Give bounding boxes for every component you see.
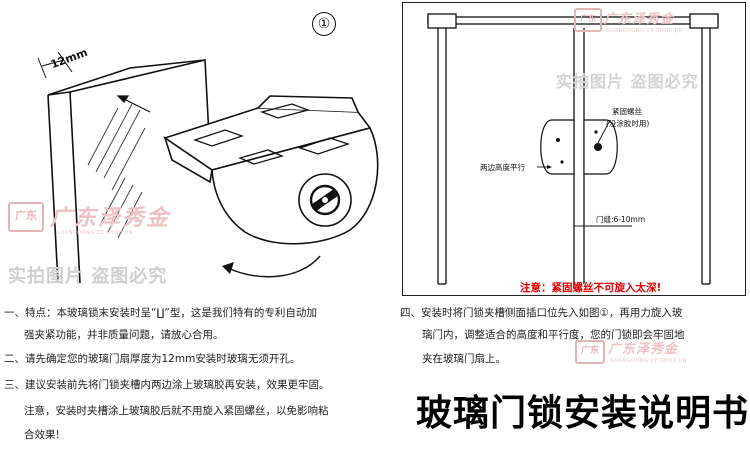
- screw-label-line1: 紧固螺丝: [612, 107, 642, 116]
- door-gap-label: 门缝:6-10mm: [596, 215, 646, 224]
- watermark-logo-2: 广东: [574, 8, 602, 32]
- lock-screw: [298, 173, 352, 227]
- instruction-item-1: 一、特点：本玻璃锁末安装时呈“∐”型，这是我们特有的专利自动加: [4, 307, 317, 319]
- watermark-brand-3: 广东泽秀金: [608, 342, 679, 357]
- thickness-dimension: [37, 51, 73, 79]
- watermark-brand-sub-2: GUANGDONG ZE SHOU JIN: [606, 28, 684, 34]
- glass-panel: [47, 59, 211, 284]
- watermark-brand-sub: GUANGDONG ZE SHOU JIN: [56, 230, 134, 236]
- door-diagram: [427, 13, 719, 285]
- rotation-arrow: [227, 255, 321, 278]
- watermark-slogan-2: 实拍图片 盗图必究: [556, 72, 699, 91]
- screw-warning: 注意：紧固螺丝不可旋入太深!: [520, 282, 662, 294]
- instruction-item-4: 四、安装时将门锁夹槽侧面插口位先入如图①，再用力旋入玻: [400, 307, 683, 319]
- lock-installation-drawing: [37, 51, 379, 284]
- instruction-note-cont: 合效果!: [24, 429, 60, 441]
- watermark-slogan: 实拍图片 盗图必究: [8, 266, 168, 287]
- instruction-item-3: 三、建议安装前先将门锁夹槽内两边涂上玻璃胶再安装，效果更牢固。: [4, 379, 330, 391]
- instruction-note: 注意，安装时夹槽涂上玻璃胶后就不用旋入紧固螺丝，以免影响粘: [24, 405, 329, 417]
- main-title: 玻璃门锁安装说明书: [416, 392, 750, 434]
- watermark-brand: 广东泽秀金: [50, 206, 171, 231]
- watermark-brand-2: 广东泽秀金: [604, 12, 675, 27]
- installation-diagram-panel: [402, 2, 746, 296]
- screw-label-line2: (没涂胶时用): [606, 119, 650, 128]
- instruction-item-4-cont2: 夹在玻璃门扇上。: [422, 353, 506, 365]
- figure-number: ①: [312, 12, 336, 36]
- lock-body: [163, 95, 379, 245]
- instruction-item-1-cont: 强夹紧功能，并非质量问题，请放心合用。: [24, 329, 224, 341]
- watermark-brand-sub-3: GUANGDONG ZE SHOU JIN: [610, 358, 688, 364]
- instruction-item-4-cont1: 璃门内，调整适合的高度和平行度，您的门锁即会牢固地: [422, 329, 685, 341]
- height-parallel-label: 两边高度平行: [480, 163, 525, 172]
- watermark-logo: 广东: [8, 202, 44, 232]
- instruction-item-2: 二、请先确定您的玻璃门扇厚度为12mm安装时玻璃无须开孔。: [4, 353, 301, 365]
- watermark-logo-3: 广东: [575, 340, 605, 364]
